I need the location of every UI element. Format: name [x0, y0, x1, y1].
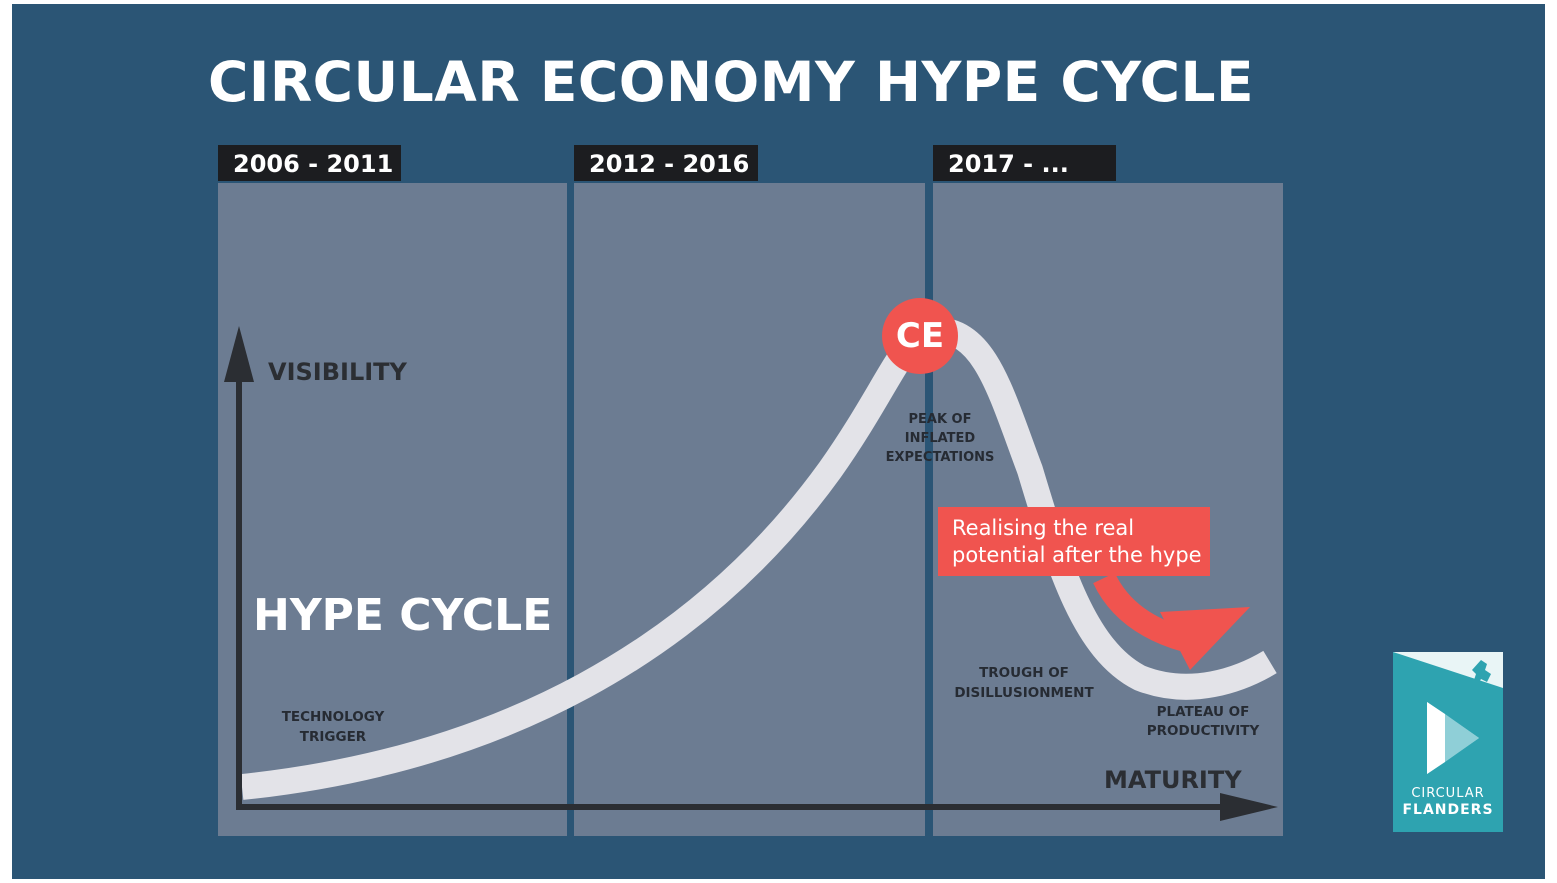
period-panel-2	[574, 183, 925, 836]
hype-cycle-label: HYPE CYCLE	[253, 590, 553, 641]
x-axis-label: MATURITY	[1104, 766, 1242, 794]
page-title: CIRCULAR ECONOMY HYPE CYCLE	[208, 50, 1255, 114]
period-label-3: 2017 - ...	[933, 145, 1116, 181]
y-axis-arrowhead	[224, 326, 254, 382]
phase-technology-trigger: TECHNOLOGY TRIGGER	[281, 709, 385, 745]
callout-arrowhead	[1160, 607, 1250, 670]
x-axis-arrowhead	[1220, 793, 1278, 821]
period-label-1: 2006 - 2011	[218, 145, 401, 181]
phase-peak: PEAK OF INFLATED EXPECTATIONS	[885, 412, 995, 465]
callout-box: Realising the real potential after the h…	[938, 507, 1210, 576]
logo-text-line1: CIRCULAR	[1411, 786, 1485, 801]
phase-trough: TROUGH OF DISILLUSIONMENT	[954, 665, 1094, 701]
logo-text-line2: FLANDERS	[1402, 802, 1494, 818]
y-axis-label: VISIBILITY	[268, 358, 407, 386]
ce-badge: CE	[882, 298, 958, 374]
phase-plateau: PLATEAU OF PRODUCTIVITY	[1146, 704, 1260, 739]
circular-flanders-logo: CIRCULAR FLANDERS	[1393, 652, 1503, 832]
period-label-2: 2012 - 2016	[574, 145, 758, 181]
logo-graphic	[1393, 652, 1503, 832]
